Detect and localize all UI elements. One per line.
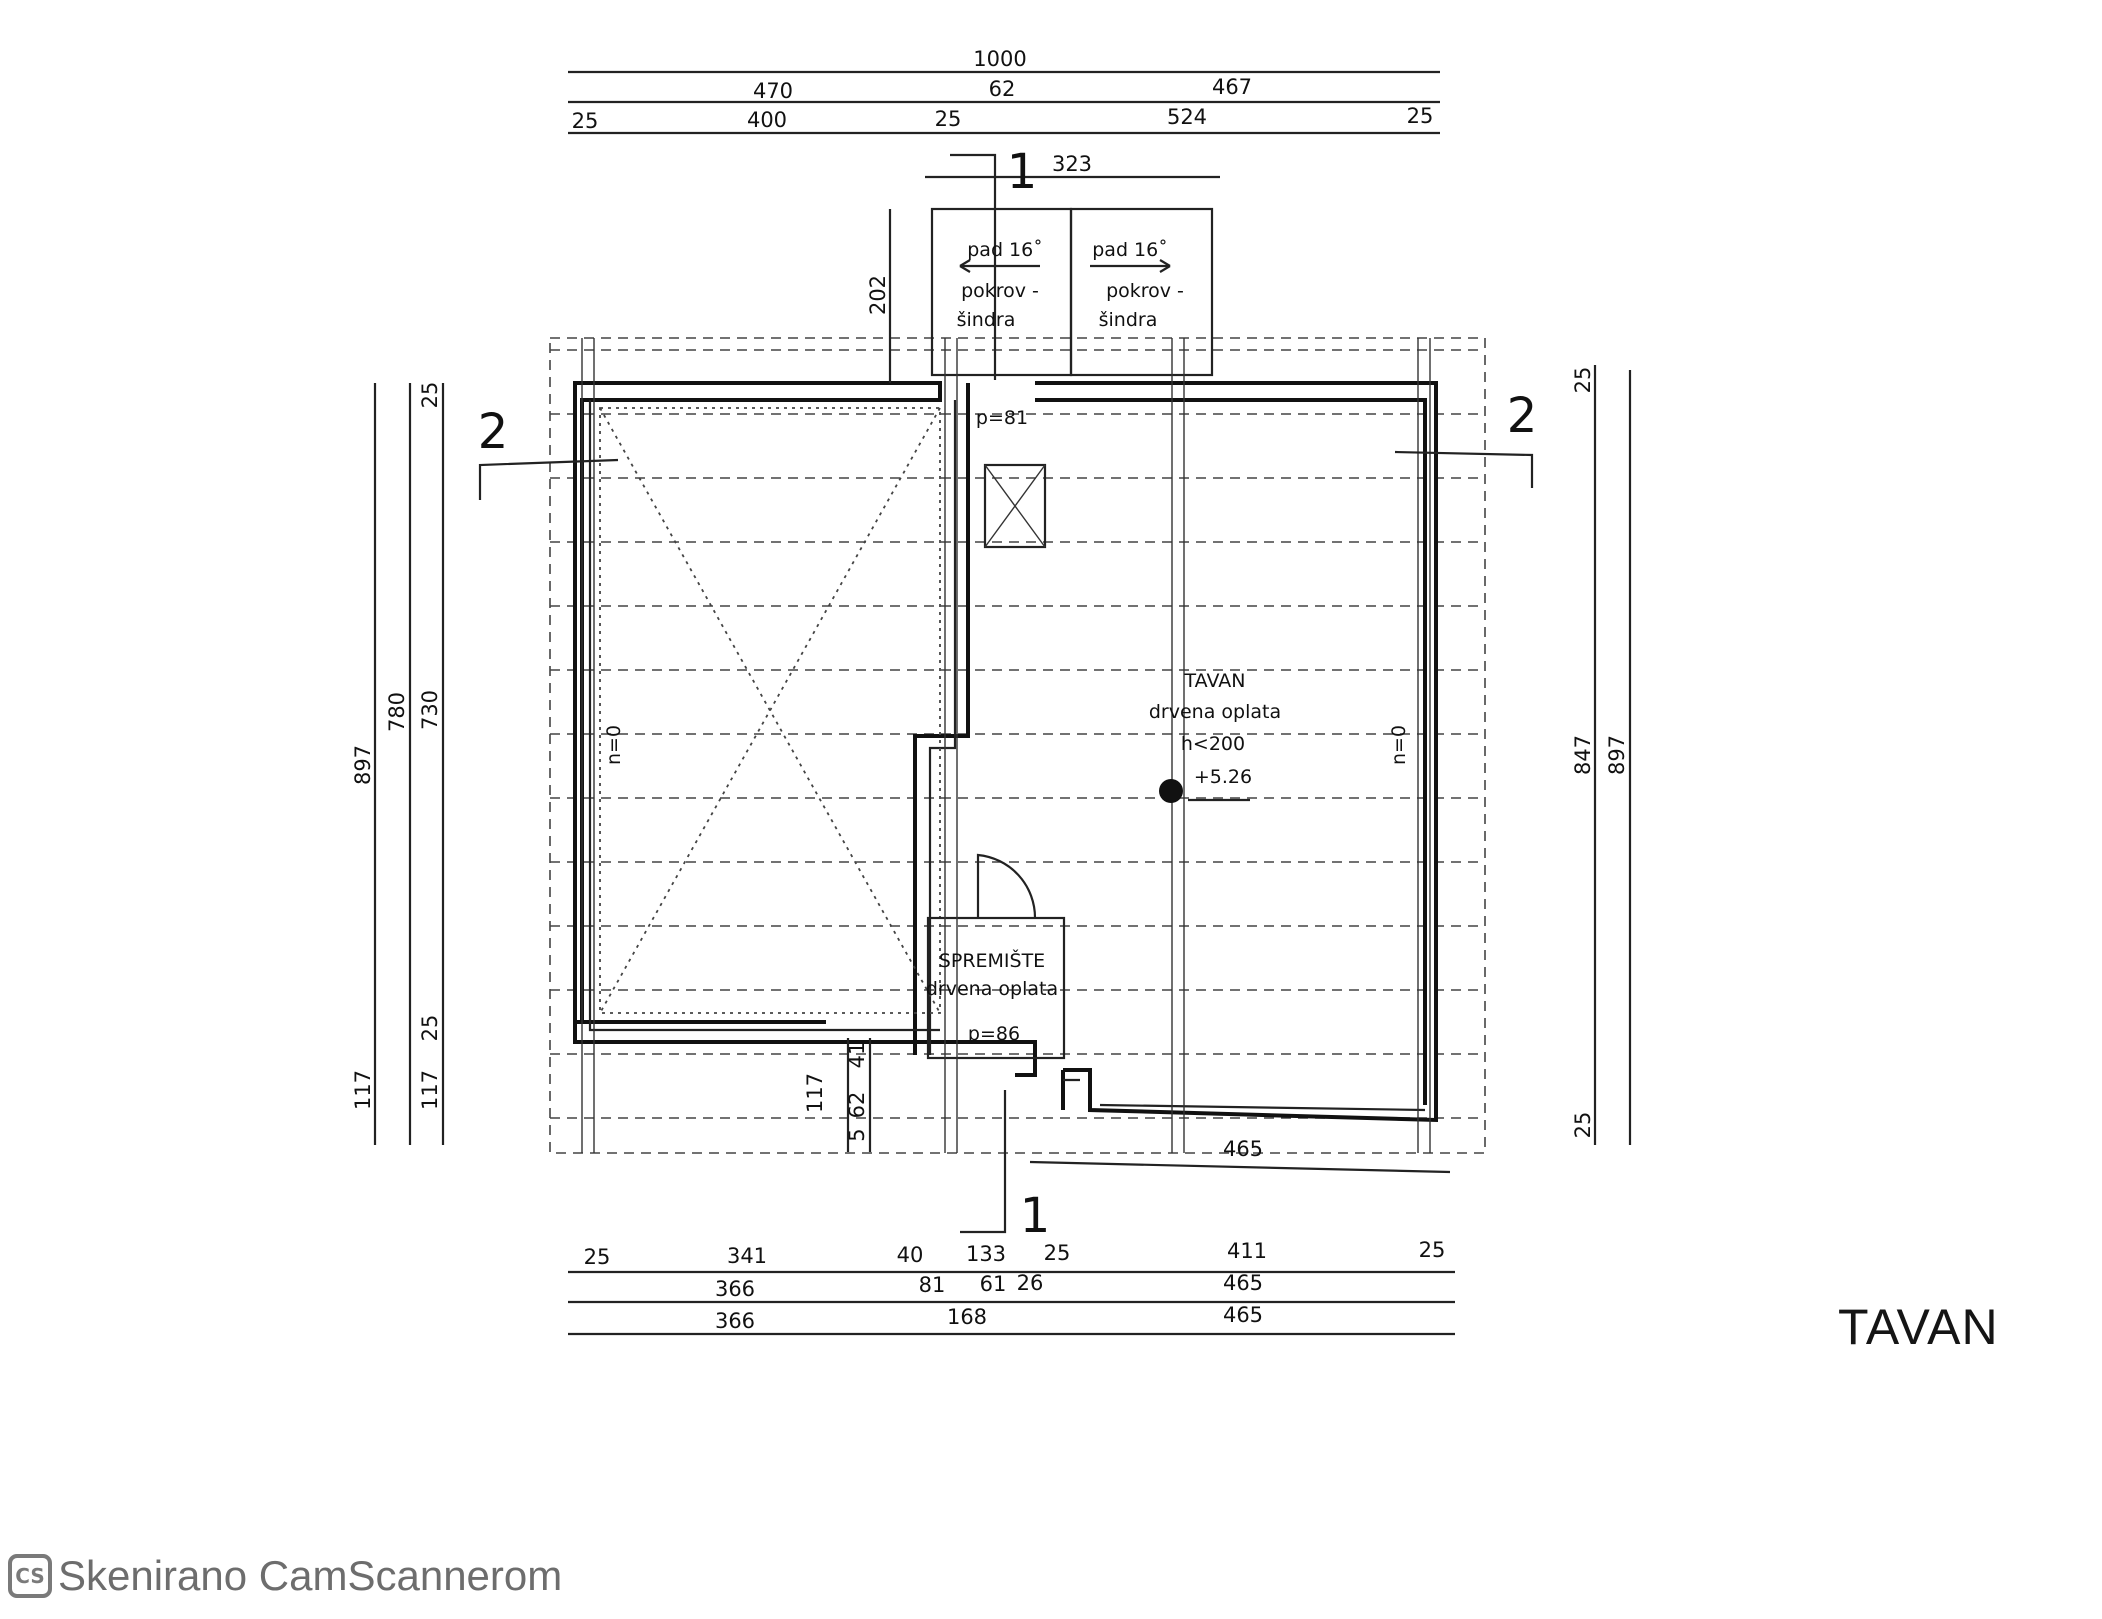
- roof-left-material: šindra: [957, 309, 1016, 331]
- dim-top-62: 62: [989, 77, 1016, 101]
- walls-main: [573, 381, 1438, 1123]
- dim-bot-465a: 465: [1223, 1271, 1263, 1295]
- dim-inner-465: 465: [1223, 1137, 1263, 1161]
- dim-bot-366a: 366: [715, 1277, 755, 1301]
- dim-right-847: 847: [1571, 735, 1595, 775]
- roof-right-cover: pokrov -: [1106, 280, 1184, 302]
- dimension-lines: [373, 70, 1632, 1336]
- dim-left-730: 730: [418, 690, 442, 730]
- dim-left-25a: 25: [418, 382, 442, 409]
- dim-overall: 1000: [973, 47, 1026, 71]
- roof-left-cover: pokrov -: [961, 280, 1039, 302]
- drawing-title: TAVAN: [1838, 1299, 1999, 1355]
- storage-room: [926, 916, 1066, 1060]
- storage-finish: drvena oplata: [926, 978, 1058, 1000]
- dim-bot-26: 26: [1017, 1271, 1044, 1295]
- attic-level: +5.26: [1194, 766, 1252, 788]
- dim-right-897: 897: [1605, 735, 1629, 775]
- dim-top-25c: 25: [1407, 104, 1434, 128]
- dim-top-400: 400: [747, 108, 787, 132]
- dim-right-25a: 25: [1571, 367, 1595, 394]
- vent-box: [983, 463, 1047, 549]
- dim-bot-25a: 25: [584, 1245, 611, 1269]
- section-2-right-marker: [1394, 450, 1534, 488]
- dim-bot-366b: 366: [715, 1309, 755, 1333]
- section-1-top-label: 1: [1007, 144, 1038, 200]
- dim-bot-25b: 25: [1044, 1241, 1071, 1265]
- attic-finish: drvena oplata: [1149, 701, 1281, 723]
- door-swing: [976, 853, 1037, 919]
- dim-top-470: 470: [753, 79, 793, 103]
- n-right-label: n=0: [1388, 725, 1410, 765]
- dim-top-467: 467: [1212, 75, 1252, 99]
- storage-name: SPREMIŠTE: [939, 948, 1045, 972]
- n-left-label: n=0: [603, 725, 625, 765]
- dim-left-780: 780: [385, 692, 409, 732]
- dim-chimney-202: 202: [866, 275, 890, 315]
- dim-bot-25c: 25: [1419, 1238, 1446, 1262]
- roof-hatching: [550, 349, 1485, 1119]
- dim-bot-61: 61: [980, 1272, 1007, 1296]
- rafters: [581, 338, 1431, 1153]
- stair-void: [599, 407, 941, 1014]
- dim-top-25b: 25: [935, 107, 962, 131]
- section-2-left-label: 2: [478, 404, 509, 460]
- dim-bot-411: 411: [1227, 1239, 1267, 1263]
- opening-bottom-label: p=86: [968, 1023, 1020, 1045]
- attic-height: h<200: [1181, 733, 1245, 755]
- section-2-right-label: 2: [1507, 388, 1538, 444]
- attic-name: TAVAN: [1184, 670, 1246, 692]
- roof-left-slope: pad 16˚: [967, 239, 1042, 261]
- roof-outline: [549, 337, 1486, 1154]
- walls-inner: [588, 400, 1426, 1112]
- dim-small-62: 62: [845, 1092, 869, 1119]
- opening-top-label: p=81: [976, 407, 1028, 429]
- dim-small-41: 41: [845, 1042, 869, 1069]
- roof-right-material: šindra: [1099, 309, 1158, 331]
- level-marker-icon: [1159, 779, 1183, 803]
- dim-bot-341: 341: [727, 1244, 767, 1268]
- scanner-watermark-text: Skenirano CamScannerom: [58, 1552, 563, 1599]
- dim-bot-465b: 465: [1223, 1303, 1263, 1327]
- roof-cover-right: [1069, 207, 1214, 377]
- dim-top-25a: 25: [572, 109, 599, 133]
- section-1-bottom-label: 1: [1020, 1188, 1051, 1244]
- dim-left-117b: 117: [418, 1070, 442, 1110]
- roof-right-slope: pad 16˚: [1092, 239, 1167, 261]
- dim-top-524: 524: [1167, 105, 1207, 129]
- camscanner-icon: CS: [8, 1554, 52, 1598]
- dim-bot-40: 40: [897, 1243, 924, 1267]
- dim-small-5: 5: [845, 1128, 869, 1141]
- dim-bot-81: 81: [919, 1273, 946, 1297]
- dim-upper-323: 323: [1052, 152, 1092, 176]
- dim-left-897: 897: [351, 745, 375, 785]
- scanner-watermark: CS Skenirano CamScannerom: [8, 1552, 562, 1600]
- section-1-bottom-marker: [960, 1090, 1007, 1234]
- dim-left-117a: 117: [351, 1070, 375, 1110]
- dim-left-25b: 25: [418, 1015, 442, 1042]
- dim-small-117: 117: [803, 1073, 827, 1113]
- section-1-top-marker: [950, 153, 997, 380]
- dim-bot-168: 168: [947, 1305, 987, 1329]
- dim-bot-133: 133: [966, 1242, 1006, 1266]
- section-2-left-marker: [478, 458, 619, 500]
- dim-right-25b: 25: [1571, 1112, 1595, 1139]
